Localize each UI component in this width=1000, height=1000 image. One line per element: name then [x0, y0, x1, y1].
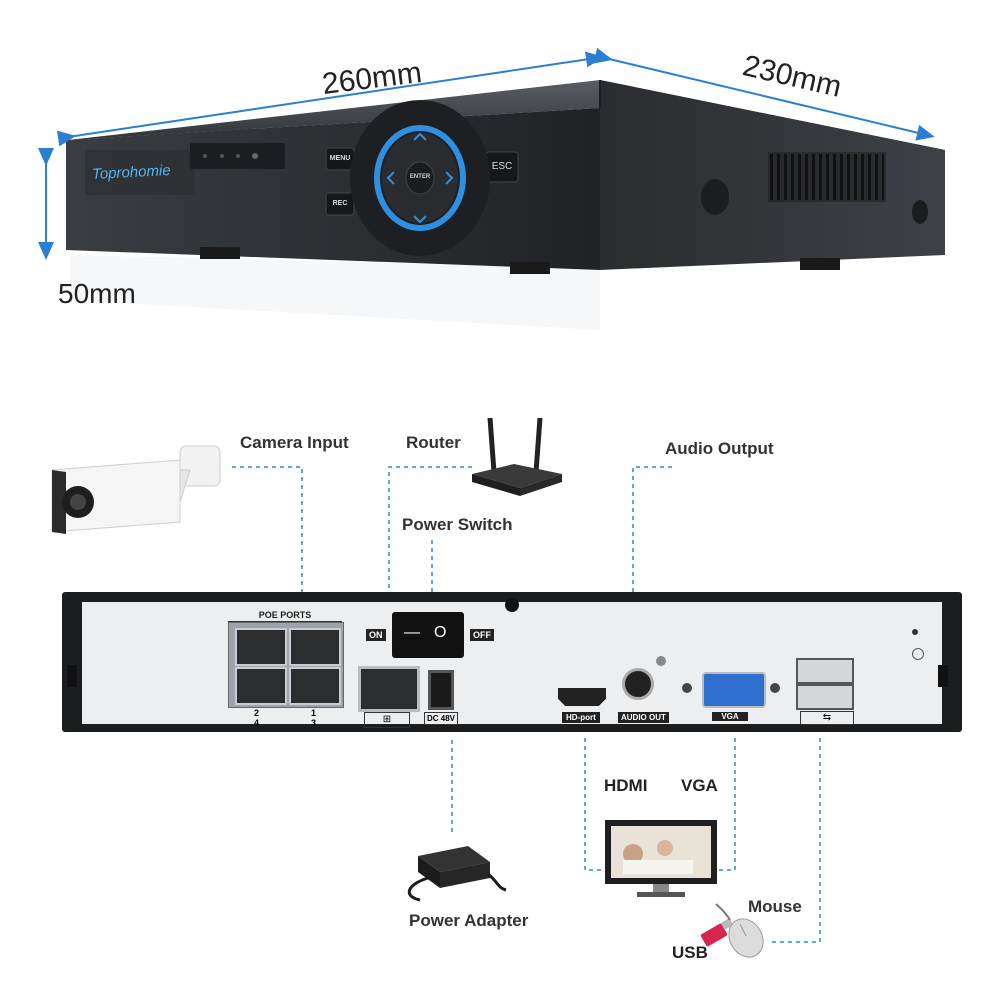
vga-guide-line — [715, 738, 736, 871]
power-adapter-icon — [407, 846, 507, 902]
depth-dimension-arrow — [593, 47, 935, 141]
audio-out-label: AUDIO OUT — [618, 712, 669, 723]
dc-power-jack[interactable] — [428, 670, 454, 710]
router-icon — [472, 417, 562, 496]
esc-button-label: ESC — [491, 161, 513, 172]
foot — [200, 247, 240, 259]
bullet-camera-icon — [51, 445, 221, 534]
usb-symbol-icon: ⇆ — [800, 711, 854, 725]
hdmi-port[interactable] — [558, 688, 606, 706]
usb-port[interactable] — [796, 658, 854, 684]
poe-port[interactable] — [289, 667, 341, 705]
height-dimension-label: 50mm — [58, 278, 136, 309]
dc-label: DC 48V — [424, 712, 459, 725]
network-icon: ⊞ — [364, 712, 410, 728]
power-adapter-label: Power Adapter — [409, 911, 529, 930]
power-switch[interactable]: — O — [392, 612, 464, 658]
mouse-label: Mouse — [748, 897, 802, 916]
power-switch-label: Power Switch — [402, 515, 513, 534]
nvr-front-illustration — [38, 47, 945, 330]
width-dimension-arrow — [56, 51, 604, 147]
usb-label: USB — [672, 943, 708, 962]
poe-port[interactable] — [235, 628, 287, 666]
poe-port[interactable] — [235, 667, 287, 705]
menu-button-label: MENU — [329, 155, 351, 162]
rec-button-shape — [325, 192, 355, 216]
poe-port-number: 3 — [310, 718, 316, 728]
rear-side-tab-right — [938, 665, 948, 687]
foot — [510, 262, 550, 274]
router-guide-line — [388, 466, 472, 595]
monitor-icon — [605, 820, 717, 897]
vga-screw-right — [770, 683, 780, 693]
poe-ports-title: POE PORTS — [228, 610, 342, 622]
foot — [800, 258, 840, 270]
off-label: OFF — [470, 629, 494, 641]
vent-slats — [770, 154, 884, 200]
hd-port-label: HD-port — [562, 712, 600, 723]
usb-guide-line — [772, 738, 821, 943]
usb-port[interactable] — [796, 684, 854, 710]
enter-button-label: ENTER — [409, 174, 431, 180]
router-label: Router — [406, 433, 461, 452]
ground-icon — [912, 648, 924, 660]
hdmi-guide-line — [584, 738, 605, 871]
camera-input-label: Camera Input — [240, 433, 349, 452]
nvr-front-view: Toprohomie MENU REC ENTER ESC 260mm 230m… — [0, 0, 1000, 360]
poe-ports-block — [228, 622, 344, 708]
poe-port-number: 4 — [253, 718, 259, 728]
vga-label: VGA — [712, 712, 748, 721]
indicator-led — [912, 629, 918, 635]
audio-output-label: Audio Output — [665, 439, 774, 458]
poe-port-number: 2 — [253, 708, 259, 718]
rec-button-label: REC — [332, 200, 348, 207]
lan-port[interactable] — [358, 666, 420, 712]
camera-guide-line — [232, 466, 303, 595]
ground-screw — [656, 656, 666, 666]
rear-side-tab-left — [67, 665, 77, 687]
vga-screw-left — [682, 683, 692, 693]
on-label: ON — [366, 629, 386, 641]
poe-port[interactable] — [289, 628, 341, 666]
poe-port-number: 1 — [310, 708, 316, 718]
usb-mouse-icon — [700, 903, 764, 958]
vga-port[interactable] — [702, 672, 766, 708]
vga-connection-label: VGA — [681, 776, 718, 795]
switch-on-mark: — — [404, 624, 420, 641]
rear-screw — [505, 598, 519, 612]
audio-guide-line — [632, 466, 672, 595]
hdmi-label: HDMI — [604, 776, 648, 795]
switch-off-mark: O — [434, 624, 447, 641]
audio-out-port[interactable] — [622, 668, 654, 700]
